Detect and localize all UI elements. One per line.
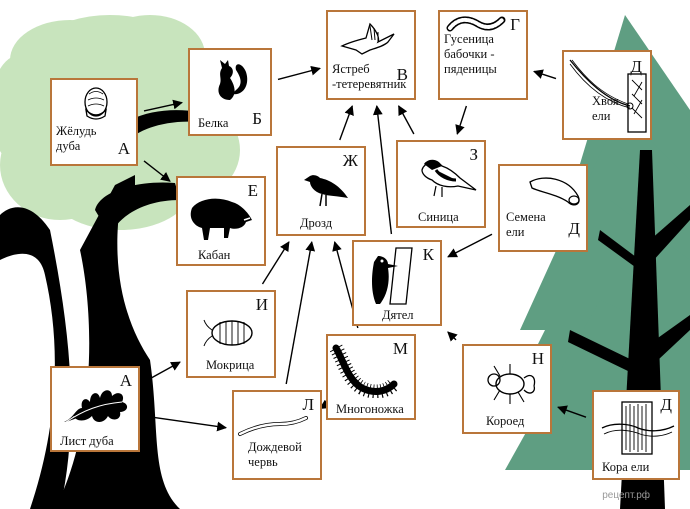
node-card-boar: Е Кабан [176, 176, 266, 266]
node-card-needles: Д Хвоя ели [562, 50, 652, 140]
node-label: Многоножка [336, 402, 416, 417]
caterpillar-icon [444, 14, 508, 34]
node-card-thrush: Ж Дрозд [276, 146, 366, 236]
node-label: Мокрица [206, 358, 266, 373]
boar-icon [182, 188, 254, 244]
arrow-leaf-to-woodlouse [146, 362, 180, 381]
node-letter: Е [248, 182, 258, 199]
arrow-caterpillar-to-tit [457, 106, 466, 134]
node-letter: Д [568, 220, 580, 237]
node-label: Дрозд [300, 216, 350, 231]
woodpecker-icon [358, 246, 414, 306]
node-card-squirrel: Б Белка [188, 48, 272, 136]
node-letter: А [118, 140, 130, 157]
thrush-icon [298, 164, 352, 210]
node-card-tit: З Синица [396, 140, 486, 228]
node-card-leaf: А Лист дуба [50, 366, 140, 452]
node-card-woodlouse: И Мокрица [186, 290, 276, 378]
spruce-seed-icon [526, 172, 584, 210]
node-label: Дождевой червь [248, 440, 314, 470]
arrow-acorn-to-squirrel [144, 103, 182, 111]
node-letter: И [256, 296, 268, 313]
hawk-icon [336, 16, 400, 56]
node-letter: Г [510, 16, 520, 33]
node-letter: А [120, 372, 132, 389]
node-label: Белка [198, 116, 248, 131]
node-label: Синица [418, 210, 468, 225]
woodlouse-icon [202, 314, 258, 352]
arrow-tit-to-hawk [399, 106, 414, 134]
arrow-earthworm-to-thrush [286, 242, 312, 384]
node-card-bark: Д Кора ели [592, 390, 680, 480]
arrow-woodpecker-to-hawk [377, 106, 392, 234]
arrow-acorn-to-boar [144, 161, 170, 181]
node-letter: Д [660, 396, 672, 413]
node-label: Хвоя ели [592, 94, 632, 124]
arrow-woodlouse-to-thrush [262, 242, 288, 284]
node-card-seeds: Д Семена ели [498, 164, 588, 252]
node-card-barkbeetle: Н Короед [462, 344, 552, 434]
node-letter: З [469, 146, 478, 163]
node-letter: Б [252, 110, 262, 127]
arrow-squirrel-to-hawk [278, 68, 320, 79]
node-label: Лист дуба [60, 434, 140, 449]
arrow-barkbeetle-to-woodpecker [448, 332, 456, 340]
acorn-icon [76, 84, 116, 124]
node-label: Короед [486, 414, 536, 429]
arrow-seeds-to-woodpecker [448, 234, 492, 257]
arrow-bark-to-barkbeetle [558, 407, 586, 417]
node-letter: Д [630, 58, 642, 75]
arrow-thrush-to-hawk [340, 106, 353, 140]
node-label: Кора ели [602, 460, 678, 475]
node-label: Дятел [382, 308, 432, 323]
node-label: Семена ели [506, 210, 552, 240]
node-card-millipede: М Многоножка [326, 334, 416, 420]
millipede-icon [330, 342, 400, 398]
earthworm-icon [236, 416, 310, 440]
node-letter: К [423, 246, 434, 263]
node-letter: Ж [343, 152, 358, 169]
squirrel-icon [200, 54, 254, 106]
bark-beetle-icon [478, 356, 540, 408]
arrow-leaf-to-earthworm [146, 416, 226, 427]
node-label: Ястреб -тетеревятник [332, 62, 416, 92]
node-label: Гусеница бабочки - пяденицы [444, 32, 526, 77]
node-card-earthworm: Л Дождевой червь [232, 390, 322, 480]
node-label: Кабан [198, 248, 248, 263]
node-card-woodpecker: К Дятел [352, 240, 442, 326]
node-letter: Н [532, 350, 544, 367]
node-letter: М [393, 340, 408, 357]
node-letter: Л [302, 396, 314, 413]
arrow-needles-to-caterpillar [534, 71, 556, 78]
node-label: Жёлудь дуба [56, 124, 116, 154]
